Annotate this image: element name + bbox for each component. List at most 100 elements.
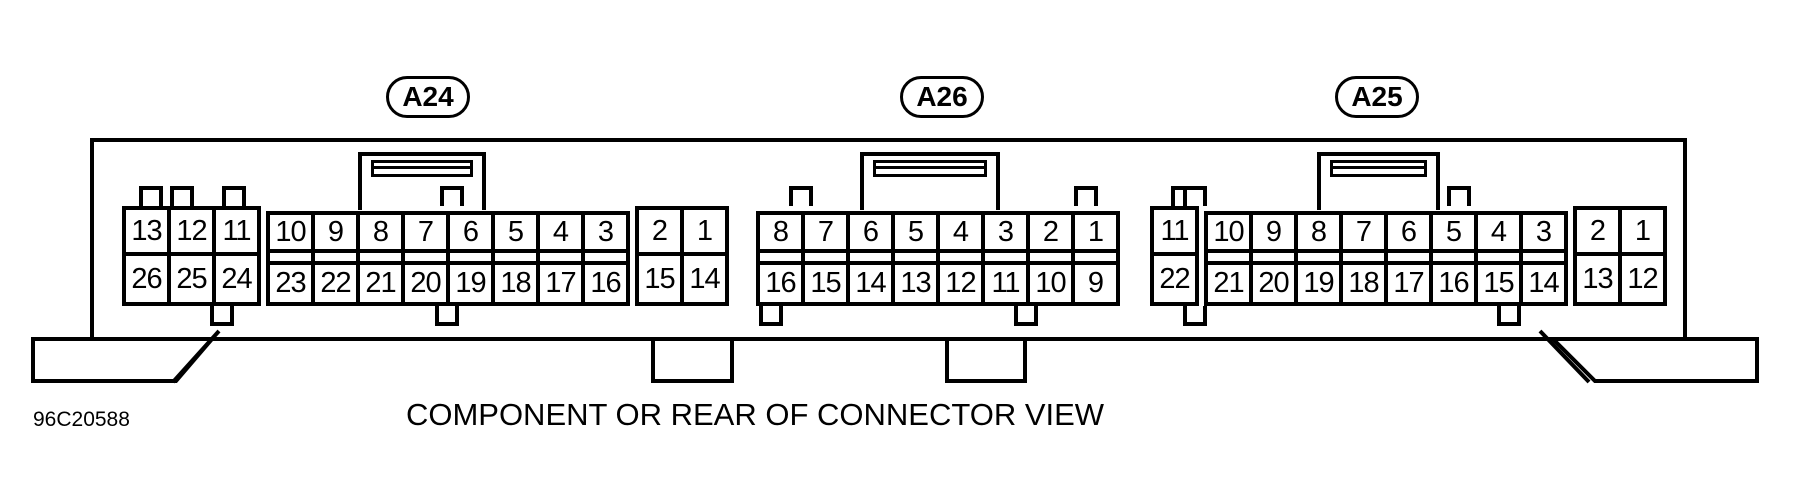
center-lug-left (651, 337, 734, 383)
row-gap-band (895, 253, 936, 261)
pin-cell-a25-22: 22 (1159, 262, 1190, 295)
pin-cell-a25-14: 14 (1523, 261, 1564, 302)
view-caption: COMPONENT OR REAR OF CONNECTOR VIEW (405, 397, 1105, 432)
row-gap-band (760, 253, 801, 261)
row-gap-band (495, 253, 536, 261)
pin-cell-a26-5: 5 (895, 215, 936, 253)
pin-cell-a25-13: 13 (1582, 262, 1613, 295)
pin-cell-a26-2: 2 (1030, 215, 1071, 253)
index-tab-bottom (1183, 306, 1207, 326)
row-gap-band (270, 253, 311, 261)
right-mounting-foot (1548, 337, 1759, 383)
connector-label-a26: A26 (900, 76, 984, 118)
pin-cell-a24-5: 5 (495, 215, 536, 253)
pin-cell-a24-18: 18 (495, 261, 536, 302)
row-gap-band (1298, 253, 1339, 261)
pin-cell-a25-9: 9 (1253, 215, 1294, 253)
index-tab-bottom (1014, 306, 1038, 326)
pin-cell-a25-21: 21 (1208, 261, 1249, 302)
left-mounting-foot (31, 337, 217, 383)
pin-cell-a24-6: 6 (450, 215, 491, 253)
pin-cell-a24-4: 4 (540, 215, 581, 253)
latch-slot-line (374, 163, 471, 169)
pin-cell-a24-14: 14 (689, 262, 720, 295)
row-gap-band (315, 253, 356, 261)
index-tab-bottom (209, 306, 234, 326)
pin-cell-a24-19: 19 (450, 261, 491, 302)
pin-cell-a26-8: 8 (760, 215, 801, 253)
pin-cell-a26-9: 9 (1075, 261, 1116, 302)
center-lug-right (945, 337, 1027, 383)
index-tab-top (1183, 186, 1207, 206)
pin-cell-a26-10: 10 (1030, 261, 1071, 302)
pin-cell-a26-16: 16 (760, 261, 801, 302)
row-gap-band (1433, 253, 1474, 261)
index-tab-bottom (434, 306, 459, 326)
pin-cell-a26-13: 13 (895, 261, 936, 302)
row-gap-band (1253, 253, 1294, 261)
pin-cell-a24-22: 22 (315, 261, 356, 302)
index-tab-bottom (758, 306, 783, 326)
row-gap-band (1208, 253, 1249, 261)
pin-cell-a24-17: 17 (540, 261, 581, 302)
pin-cell-a25-11: 11 (1154, 210, 1195, 256)
row-gap-band (450, 253, 491, 261)
pin-cell-a24-15: 15 (644, 262, 675, 295)
pin-cell-a25-1: 1 (1622, 210, 1663, 256)
pin-cell-a25-4: 4 (1478, 215, 1519, 253)
pin-cell-a24-25: 25 (176, 262, 207, 295)
row-gap-band (940, 253, 981, 261)
pin-cell-a25-12: 12 (1627, 262, 1658, 295)
pin-cell-a26-14: 14 (850, 261, 891, 302)
pin-cell-a24-3: 3 (585, 215, 626, 253)
index-tab-top (169, 186, 194, 206)
pin-column-group: 2 15 1 14 (635, 206, 729, 306)
pin-cell-a26-3: 3 (985, 215, 1026, 253)
pin-cell-a24-2: 2 (639, 210, 680, 256)
row-gap-band (360, 253, 401, 261)
latch-tab (358, 152, 487, 210)
pin-cell-a26-12: 12 (940, 261, 981, 302)
pin-cell-a25-7: 7 (1343, 215, 1384, 253)
latch-slot (371, 160, 474, 177)
pin-cell-a25-10: 10 (1208, 215, 1249, 253)
pin-cell-a25-5: 5 (1433, 215, 1474, 253)
right-foot-break-slash (1538, 329, 1591, 384)
pin-cell-a25-16: 16 (1433, 261, 1474, 302)
pin-cell-a25-17: 17 (1388, 261, 1429, 302)
pin-cell-a25-2: 2 (1577, 210, 1618, 256)
pin-cell-a24-12: 12 (171, 210, 212, 256)
row-gap-band (1478, 253, 1519, 261)
pin-cell-a24-24: 24 (221, 262, 252, 295)
index-tab-top (1447, 186, 1472, 206)
pin-cell-a24-1: 1 (684, 210, 725, 256)
